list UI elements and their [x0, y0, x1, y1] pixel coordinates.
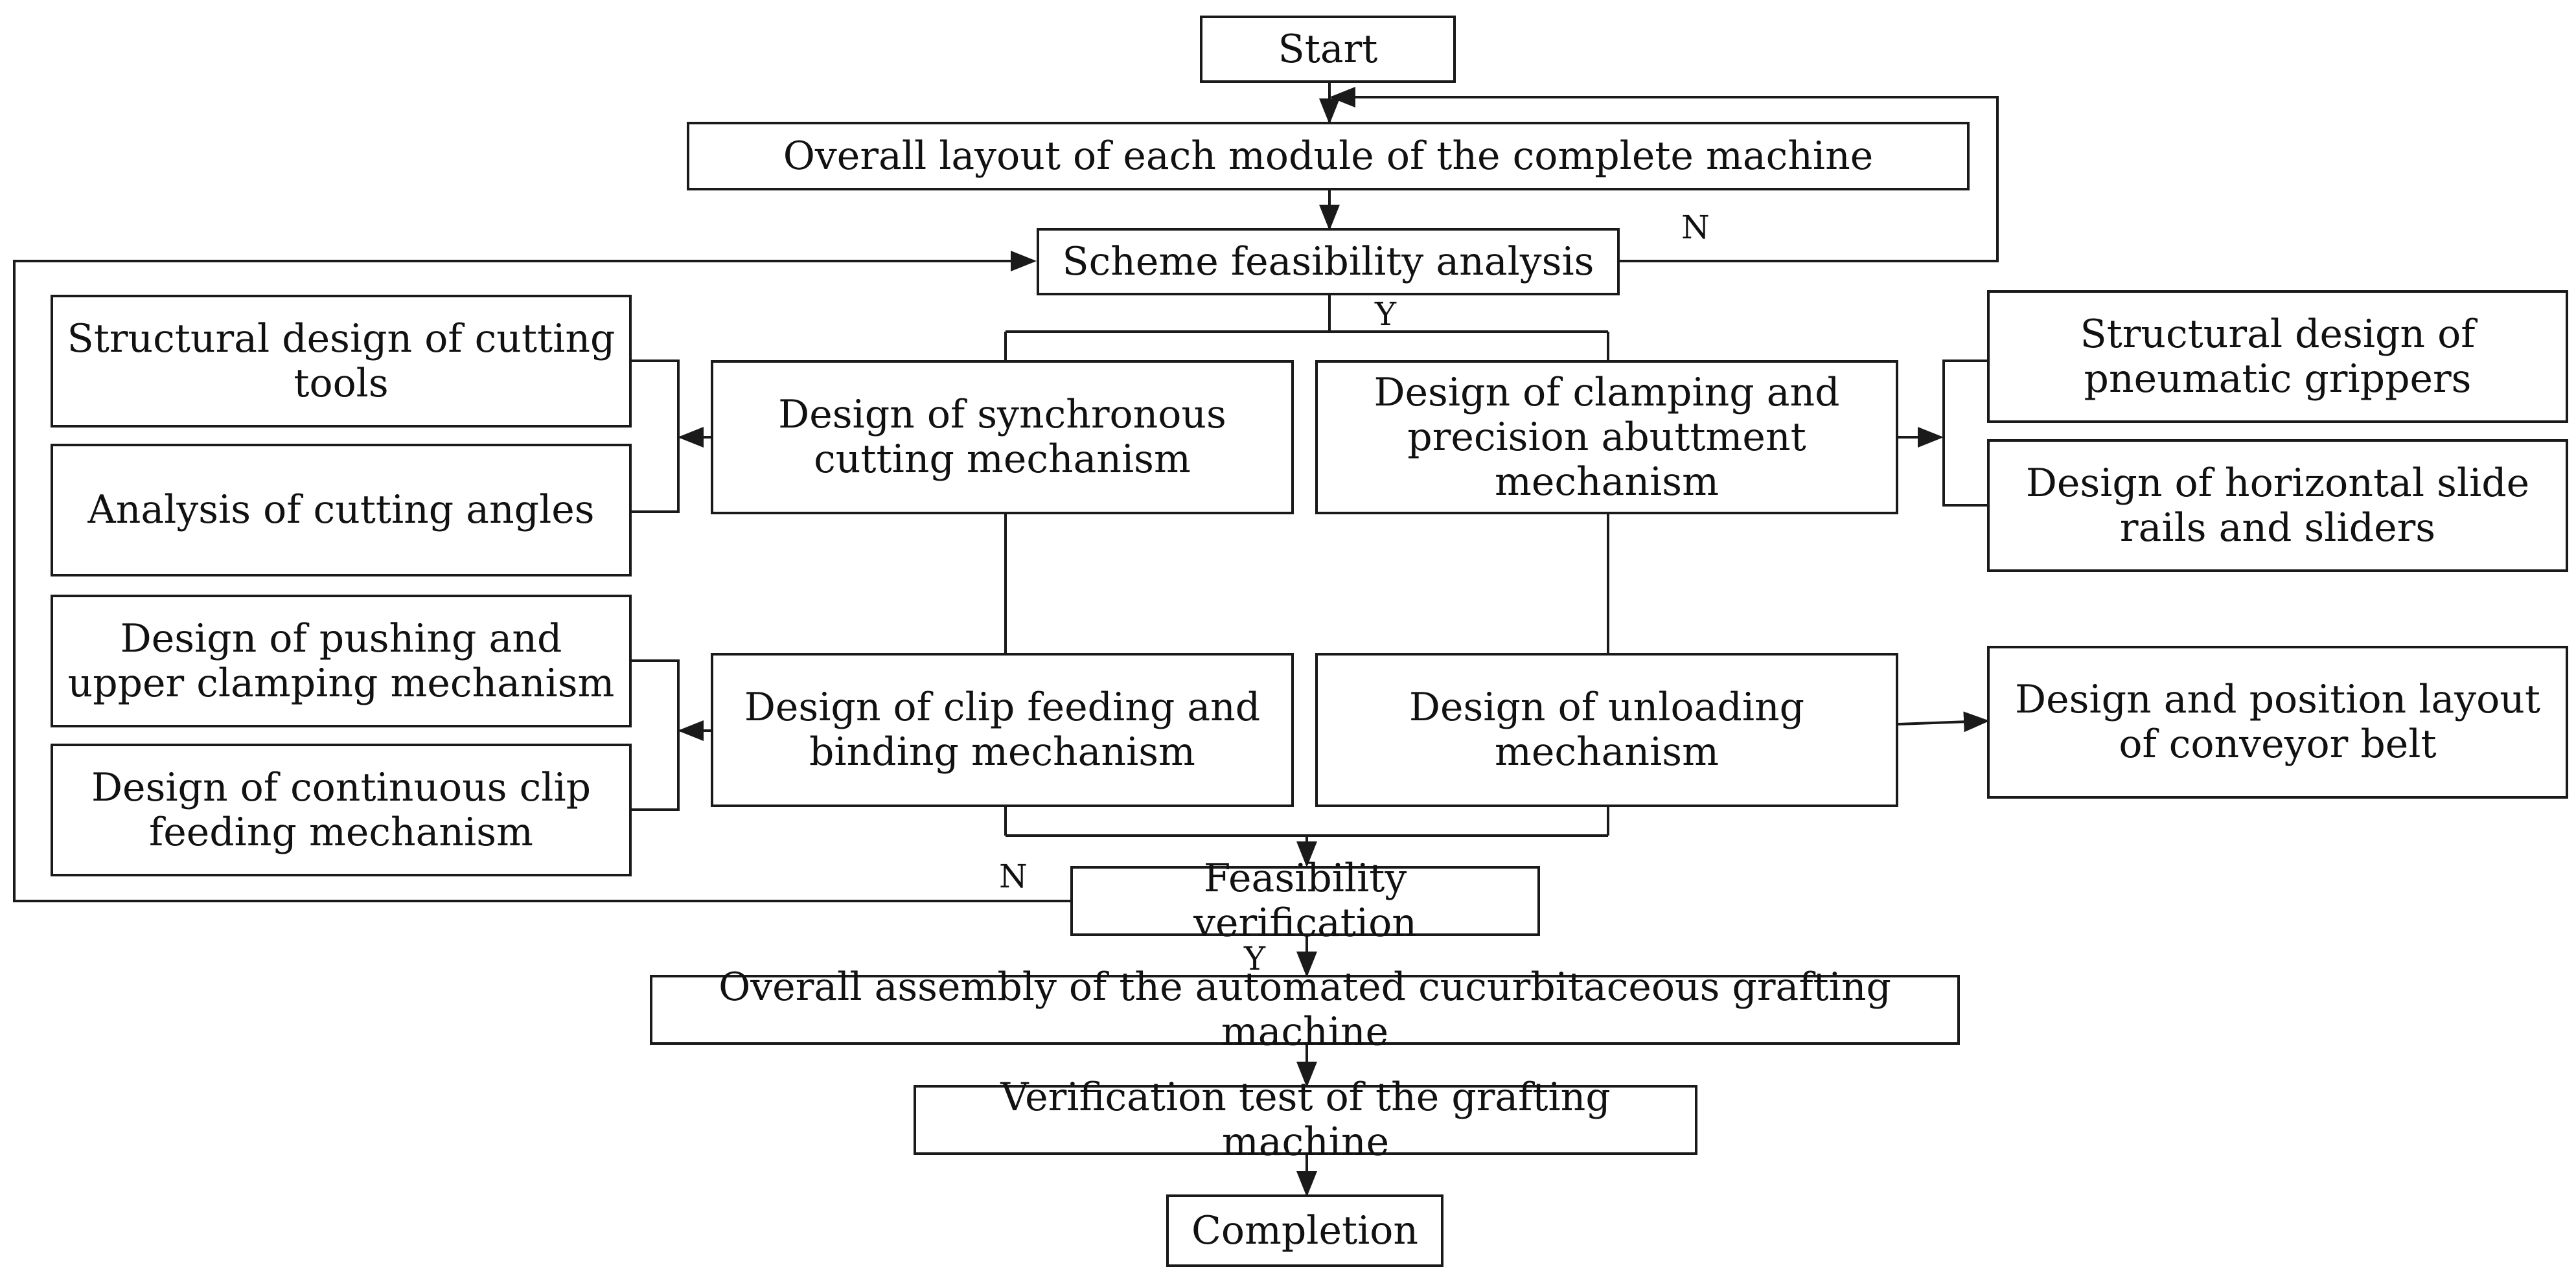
feasibility-verification-node: Feasibility verification: [1070, 856, 1540, 946]
pushing-upper-clamping-label: Design of pushing and upper clamping mec…: [67, 615, 615, 706]
overall-layout-node: Overall layout of each module of the com…: [687, 122, 1970, 190]
sync-cutting-label: Design of synchronous cutting mechanism: [778, 392, 1226, 482]
structural-cutting-tools-node: Structural design of cutting tools: [51, 295, 632, 428]
pneumatic-grippers-node: Structural design of pneumatic grippers: [1987, 290, 2568, 423]
completion-label: Completion: [1191, 1207, 1419, 1253]
analysis-cutting-angles-node: Analysis of cutting angles: [51, 444, 632, 576]
feasibility-verification-label: Feasibility verification: [1193, 856, 1417, 946]
verify-no-label: N: [999, 858, 1028, 895]
bracket-lower-left: [630, 659, 680, 811]
continuous-clip-feeding-node: Design of continuous clip feeding mechan…: [51, 744, 632, 876]
verify-yes-label: Y: [1244, 940, 1266, 977]
verification-test-label: Verification test of the grafting machin…: [1000, 1075, 1611, 1165]
structural-cutting-tools-label: Structural design of cutting tools: [67, 315, 615, 406]
conveyor-belt-node: Design and position layout of conveyor b…: [1987, 646, 2568, 799]
loop-verify-no: [13, 251, 1070, 902]
unloading-node: Design of unloading mechanism: [1315, 653, 1898, 807]
conveyor-belt-label: Design and position layout of conveyor b…: [2015, 677, 2540, 767]
clip-feeding-binding-node: Design of clip feeding and binding mecha…: [711, 653, 1294, 807]
pushing-upper-clamping-node: Design of pushing and upper clamping mec…: [51, 595, 632, 727]
scheme-yes-label: Y: [1375, 295, 1397, 333]
clamping-abutment-label: Design of clamping and precision abuttme…: [1374, 369, 1840, 505]
overall-assembly-label: Overall assembly of the automated cucurb…: [719, 964, 1891, 1055]
loop-scheme-no: [1329, 87, 1999, 262]
sync-cutting-node: Design of synchronous cutting mechanism: [711, 360, 1294, 514]
analysis-cutting-angles-label: Analysis of cutting angles: [87, 487, 595, 532]
start-node: Start: [1200, 16, 1456, 83]
bracket-upper-right: [1942, 359, 1990, 507]
completion-node: Completion: [1166, 1194, 1443, 1267]
horizontal-slide-label: Design of horizontal slide rails and sli…: [2025, 460, 2530, 551]
overall-assembly-node: Overall assembly of the automated cucurb…: [650, 965, 1960, 1055]
scheme-no-label: N: [1681, 209, 1710, 246]
overall-layout-label: Overall layout of each module of the com…: [783, 133, 1874, 179]
scheme-feasibility-label: Scheme feasibility analysis: [1062, 238, 1594, 284]
scheme-feasibility-node: Scheme feasibility analysis: [1037, 228, 1620, 295]
pneumatic-grippers-label: Structural design of pneumatic grippers: [2080, 311, 2476, 402]
clamping-abutment-node: Design of clamping and precision abuttme…: [1315, 360, 1898, 514]
continuous-clip-feeding-label: Design of continuous clip feeding mechan…: [91, 764, 592, 855]
clip-feeding-binding-label: Design of clip feeding and binding mecha…: [744, 685, 1261, 775]
horizontal-slide-node: Design of horizontal slide rails and sli…: [1987, 439, 2568, 572]
bracket-upper-left: [630, 359, 680, 513]
start-label: Start: [1278, 26, 1378, 72]
arrow-unload-to-conveyor: [1898, 711, 1990, 733]
verification-test-node: Verification test of the grafting machin…: [914, 1075, 1697, 1165]
unloading-label: Design of unloading mechanism: [1409, 685, 1805, 775]
